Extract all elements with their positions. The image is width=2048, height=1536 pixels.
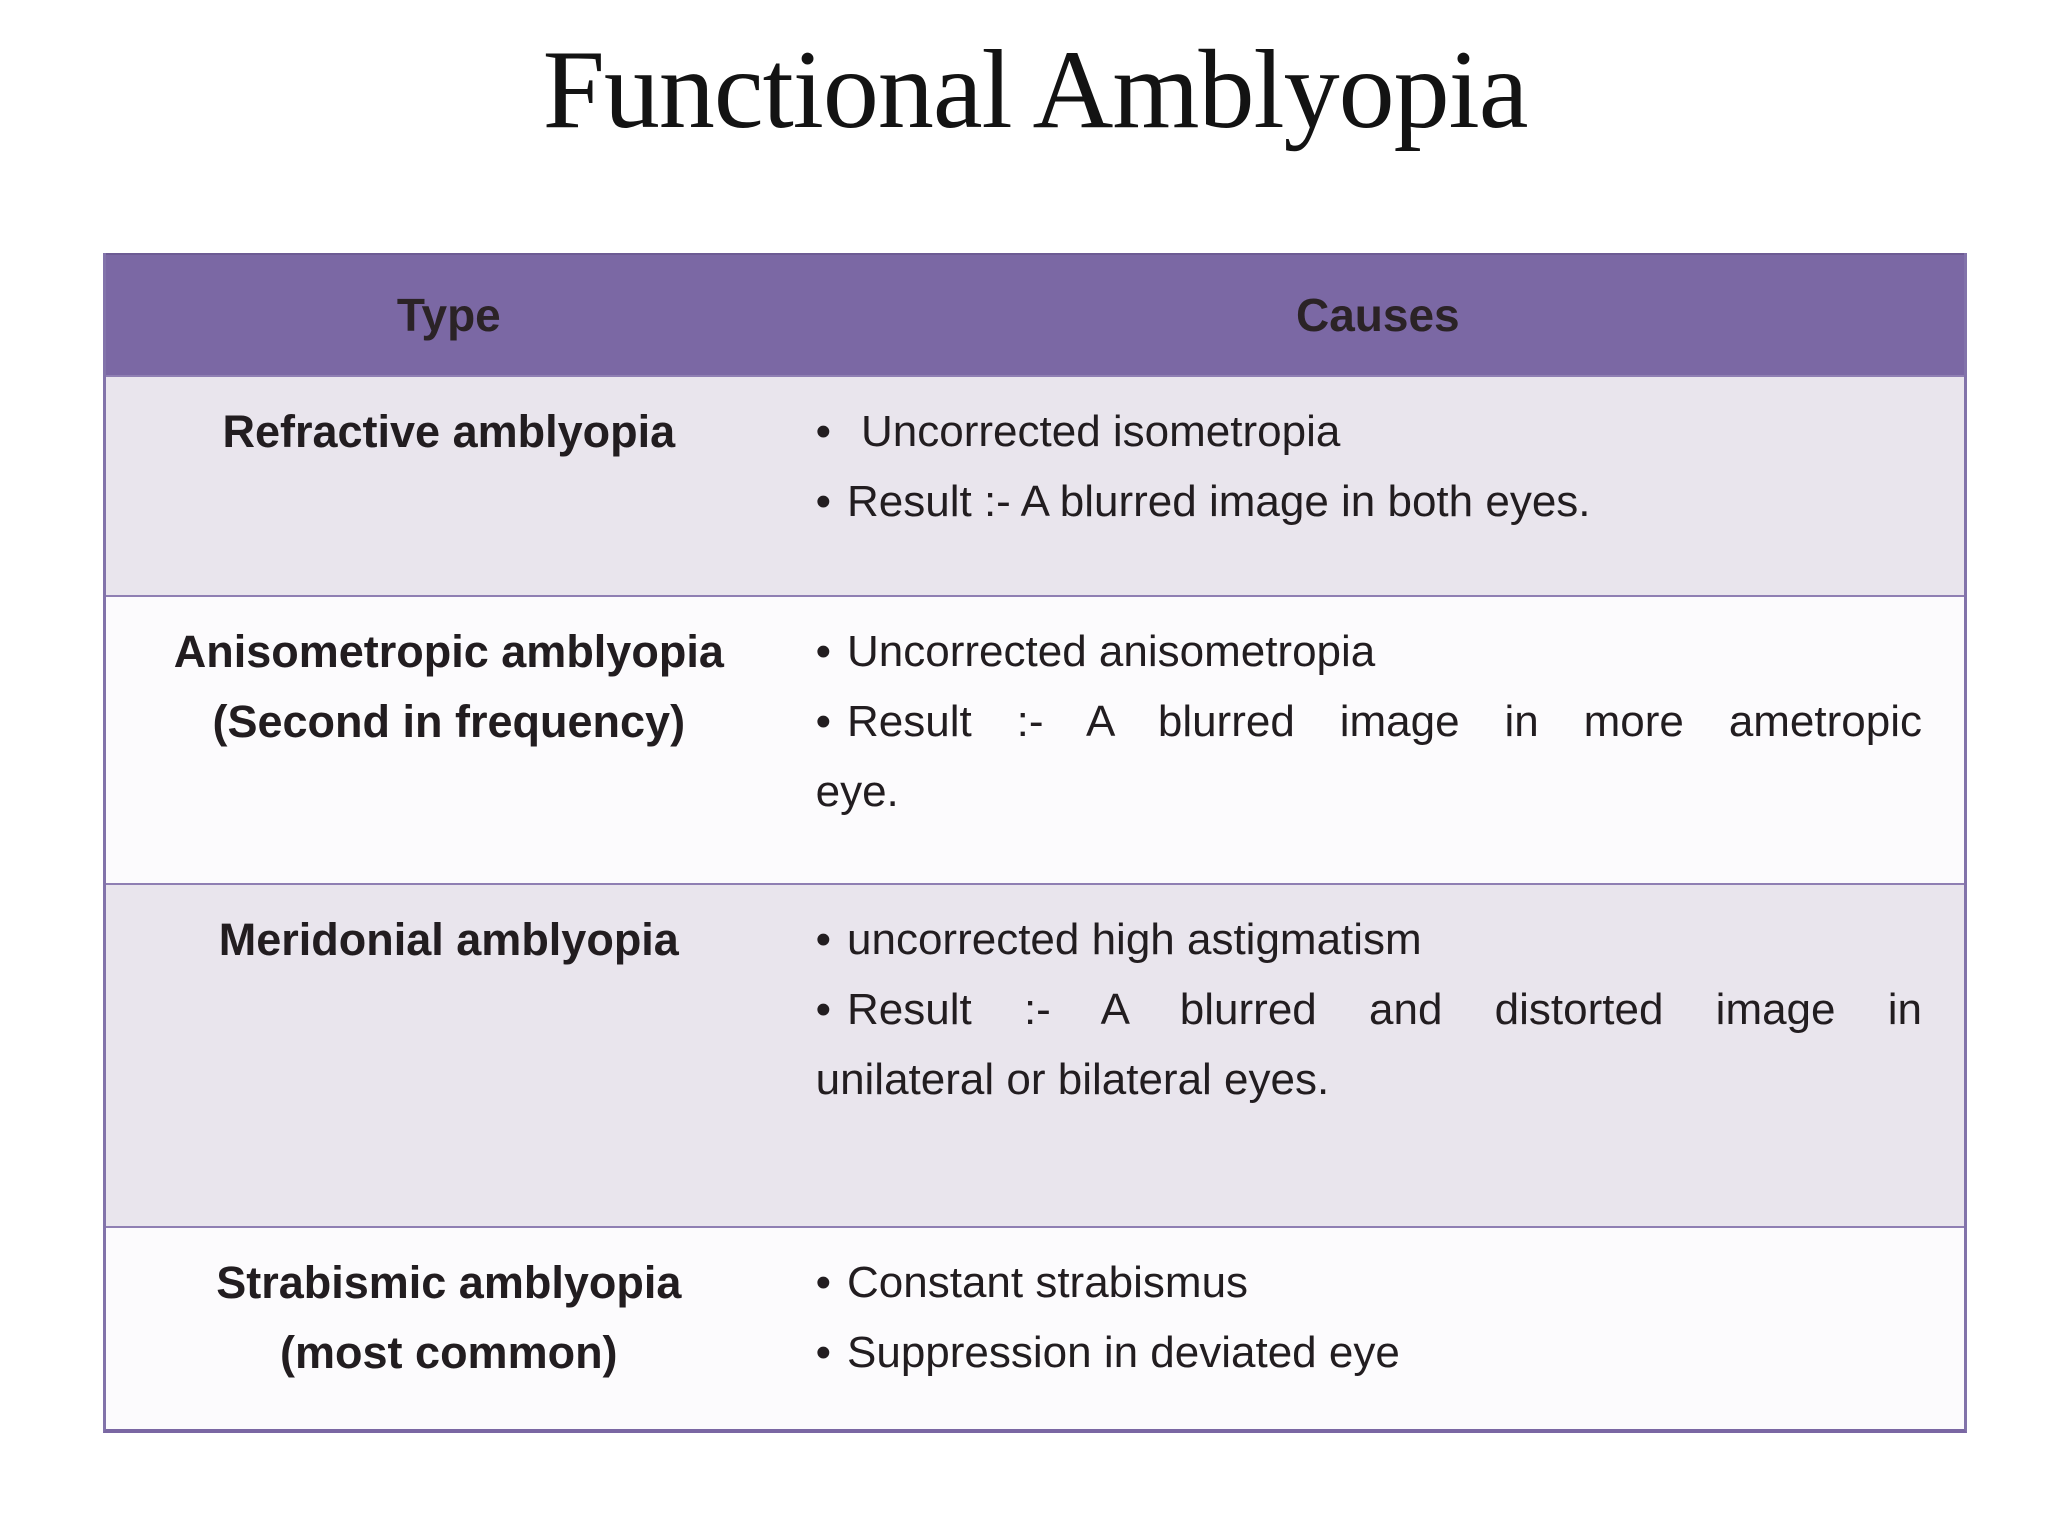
- bullet-icon: •: [815, 985, 831, 1034]
- cause-line: • Suppression in deviated eye: [816, 1318, 1922, 1388]
- type-cell: Meridonial amblyopia: [106, 885, 792, 1226]
- cause-line-continuation: unilateral or bilateral eyes.: [816, 1045, 1922, 1115]
- cause-text: unilateral or bilateral eyes.: [815, 1055, 1330, 1104]
- cause-line: • Uncorrected isometropia: [816, 397, 1922, 467]
- type-cell: Anisometropic amblyopia (Second in frequ…: [106, 597, 792, 883]
- cause-text: Constant strabismus: [847, 1258, 1249, 1307]
- causes-cell: • Uncorrected isometropia • Result :- A bl…: [792, 377, 1964, 595]
- cause-line: • Result :- A blurred image in more ametr…: [816, 687, 1922, 757]
- bullet-icon: •: [815, 697, 831, 746]
- causes-cell: • uncorrected high astigmatism • Result :-…: [792, 885, 1964, 1226]
- cause-text: Suppression in deviated eye: [847, 1328, 1400, 1377]
- cause-text: Uncorrected isometropia: [861, 407, 1341, 456]
- cause-text: Result :- A blurred image in both eyes.: [847, 477, 1591, 526]
- type-name: Refractive amblyopia: [222, 406, 676, 457]
- column-header-causes: Causes: [1295, 289, 1460, 341]
- bullet-icon: •: [815, 407, 831, 456]
- cause-text: eye.: [815, 767, 899, 816]
- amblyopia-types-table: Type Causes Refractive amblyopia • Uncorr…: [103, 253, 1967, 1433]
- table-row-anisometropic: Anisometropic amblyopia (Second in frequ…: [106, 595, 1964, 883]
- cause-line: • Constant strabismus: [816, 1248, 1922, 1318]
- bullet-icon: •: [815, 627, 831, 676]
- cause-line-continuation: eye.: [816, 757, 1922, 827]
- type-qualifier: (Second in frequency): [212, 696, 686, 747]
- cause-text: Result :- A blurred image in more ametro…: [847, 697, 1922, 746]
- bullet-icon: •: [815, 1328, 831, 1377]
- type-name: Meridonial amblyopia: [218, 914, 679, 965]
- type-name: Strabismic amblyopia: [216, 1257, 682, 1308]
- cause-text: uncorrected high astigmatism: [847, 915, 1422, 964]
- cause-text: Uncorrected anisometropia: [847, 627, 1376, 676]
- cause-line: • Result :- A blurred and distorted image…: [816, 975, 1922, 1045]
- cause-line: • Uncorrected anisometropia: [816, 617, 1922, 687]
- page-title: Functional Amblyopia: [542, 28, 1529, 152]
- cause-text: Result :- A blurred and distorted image …: [847, 985, 1922, 1034]
- bullet-icon: •: [815, 477, 831, 526]
- cause-line: • Result :- A blurred image in both eyes.: [816, 467, 1922, 537]
- cause-line: • uncorrected high astigmatism: [816, 905, 1922, 975]
- type-qualifier: (most common): [280, 1327, 618, 1378]
- type-cell: Strabismic amblyopia (most common): [106, 1228, 792, 1429]
- table-row-strabismic: Strabismic amblyopia (most common) • Cons…: [106, 1226, 1964, 1429]
- table-header-row: Type Causes: [106, 253, 1964, 375]
- bullet-icon: •: [815, 1258, 831, 1307]
- type-cell: Refractive amblyopia: [106, 377, 792, 595]
- causes-cell: • Uncorrected anisometropia • Result :- A …: [792, 597, 1964, 883]
- causes-cell: • Constant strabismus • Suppression in dev…: [792, 1228, 1964, 1429]
- bullet-icon: •: [815, 915, 831, 964]
- column-header-type: Type: [396, 289, 501, 341]
- table-row-meridonial: Meridonial amblyopia • uncorrected high a…: [106, 883, 1964, 1226]
- table-row-refractive: Refractive amblyopia • Uncorrected isomet…: [106, 375, 1964, 595]
- type-name: Anisometropic amblyopia: [173, 626, 724, 677]
